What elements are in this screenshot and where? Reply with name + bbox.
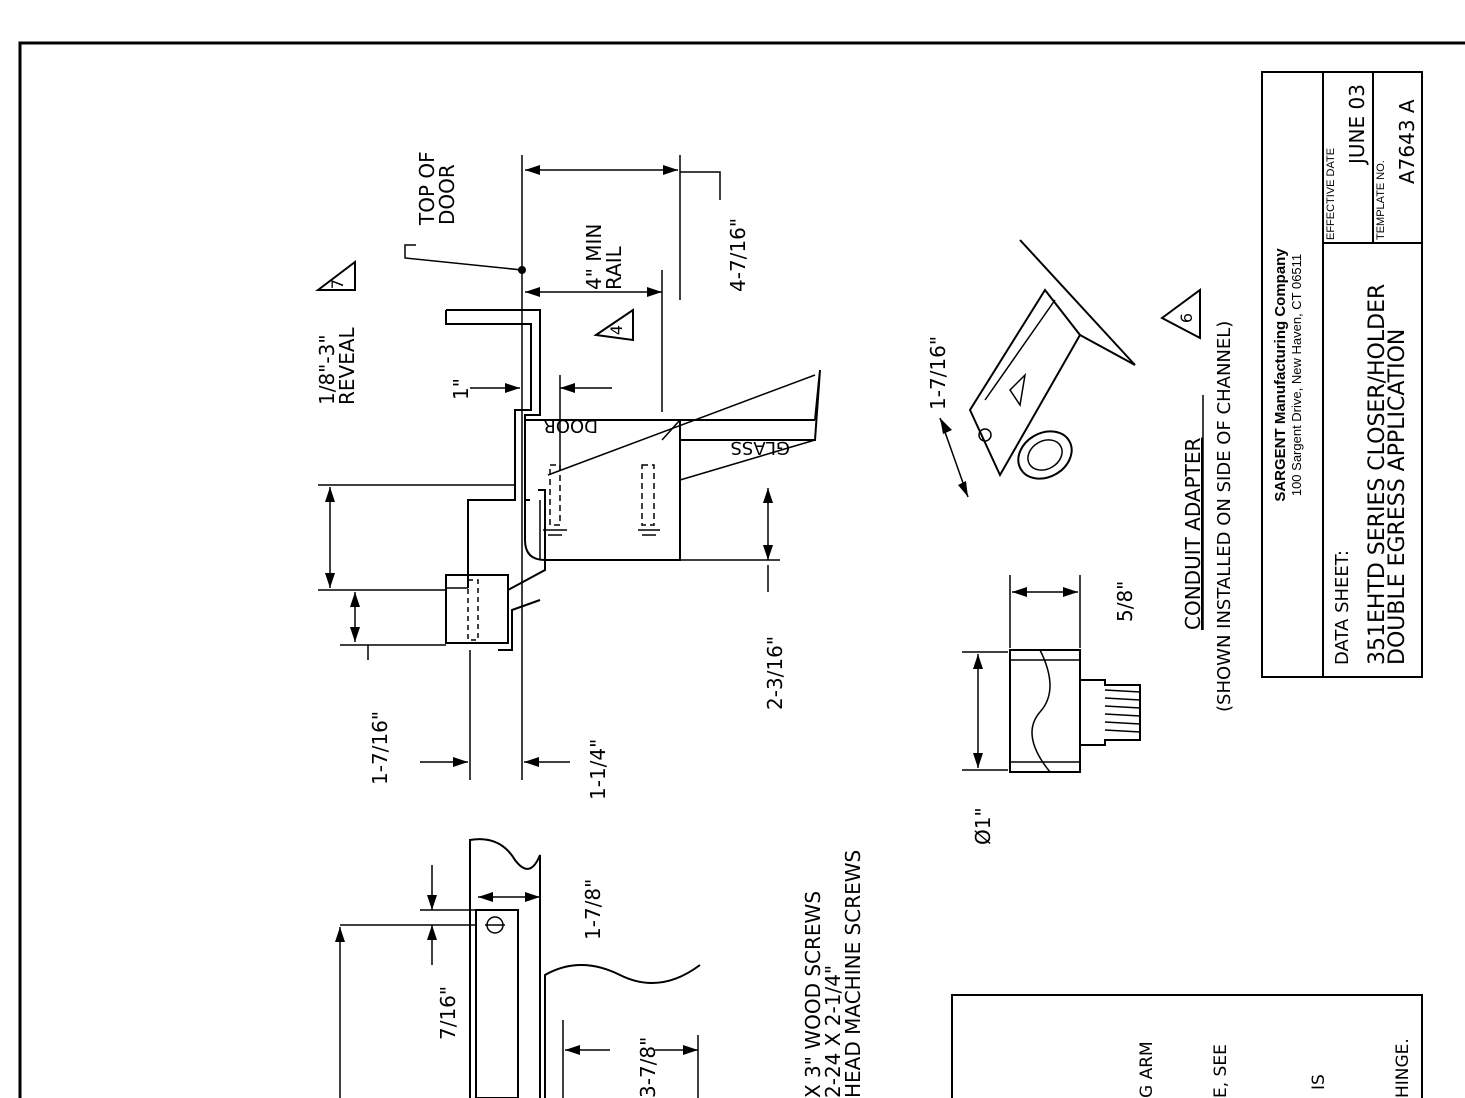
screws-note-line-3: HEAD MACHINE SCREWS (841, 850, 865, 1098)
sheet-border (18, 41, 1465, 1098)
conduit-adapter-view: CONDUIT ADAPTER (SHOWN INSTALLED ON SIDE… (926, 239, 1235, 845)
dim-3-7-8: 3-7/8" (636, 1037, 660, 1098)
notes-box: G ARM E, SEE IS HINGE. (951, 994, 1423, 1098)
door-section-view: TOP OF DOOR 1/8"-3" REVEAL 7 4" MIN RAIL… (315, 151, 821, 800)
dim-7-16: 7/16" (436, 986, 460, 1040)
template-no-value: A7643 A (1395, 99, 1419, 184)
dim-1-7-16-section: 1-7/16" (368, 711, 392, 785)
sheet-label: DATA SHEET: (1332, 550, 1353, 665)
note-7-marker: 7 (328, 279, 347, 289)
effective-date-value: JUNE 03 (1345, 84, 1369, 166)
note-4-marker: 4 (607, 325, 626, 335)
screws-note: X 3" WOOD SCREWS 2-24 X 2-1/4" HEAD MACH… (801, 850, 865, 1098)
reveal-dim: 1/8"-3" (315, 334, 339, 405)
sheet-title-line-1: 351EHTD SERIES CLOSER/HOLDER (1365, 284, 1390, 665)
note-6-marker: 6 (1177, 313, 1196, 323)
dim-2-3-16: 2-3/16" (763, 636, 787, 710)
company-address: 100 Sargent Drive, New Haven, CT 06511 (1289, 254, 1304, 496)
effective-date-label: EFFECTIVE DATE (1325, 148, 1337, 240)
sheet-title-line-2: DOUBLE EGRESS APPLICATION (1385, 329, 1410, 665)
template-no-label: TEMPLATE NO. (1375, 160, 1387, 240)
min-rail-label: RAIL (602, 245, 626, 290)
reveal-label: REVEAL (335, 326, 359, 405)
top-of-door-label-1: TOP OF (415, 151, 439, 226)
note-fragment-2: E, SEE (1211, 1044, 1231, 1098)
conduit-dim-diameter: Ø1" (971, 807, 995, 845)
conduit-title: CONDUIT ADAPTER (1181, 437, 1205, 630)
conduit-dim-5-8: 5/8" (1113, 581, 1137, 622)
dim-4-7-16: 4-7/16" (726, 218, 750, 292)
dim-1-inch: 1" (449, 378, 473, 400)
min-rail-dim: 4" MIN (582, 224, 606, 290)
note-fragment-1: G ARM (1137, 1041, 1157, 1098)
screws-note-line-2: 2-24 X 2-1/4" (821, 965, 845, 1098)
glass-label: GLASS (730, 437, 790, 458)
dim-1-7-8: 1-7/8" (581, 879, 605, 940)
screws-note-line-1: X 3" WOOD SCREWS (801, 891, 825, 1098)
note-fragment-4: HINGE. (1393, 1038, 1413, 1098)
conduit-dim-1-7-16: 1-7/16" (926, 336, 950, 410)
title-block: SARGENT Manufacturing Company 100 Sargen… (1261, 71, 1423, 678)
conduit-subtitle: (SHOWN INSTALLED ON SIDE OF CHANNEL) (1214, 321, 1235, 712)
top-of-door-label-2: DOOR (435, 164, 459, 225)
lower-mounting-view: 7/16" 1-7/8" 3-7/8" (335, 838, 701, 1098)
dim-1-1-4: 1-1/4" (586, 739, 610, 800)
company-name: SARGENT Manufacturing Company (1272, 248, 1289, 502)
door-label: DOOR (543, 415, 598, 436)
note-fragment-3: IS (1309, 1074, 1329, 1090)
